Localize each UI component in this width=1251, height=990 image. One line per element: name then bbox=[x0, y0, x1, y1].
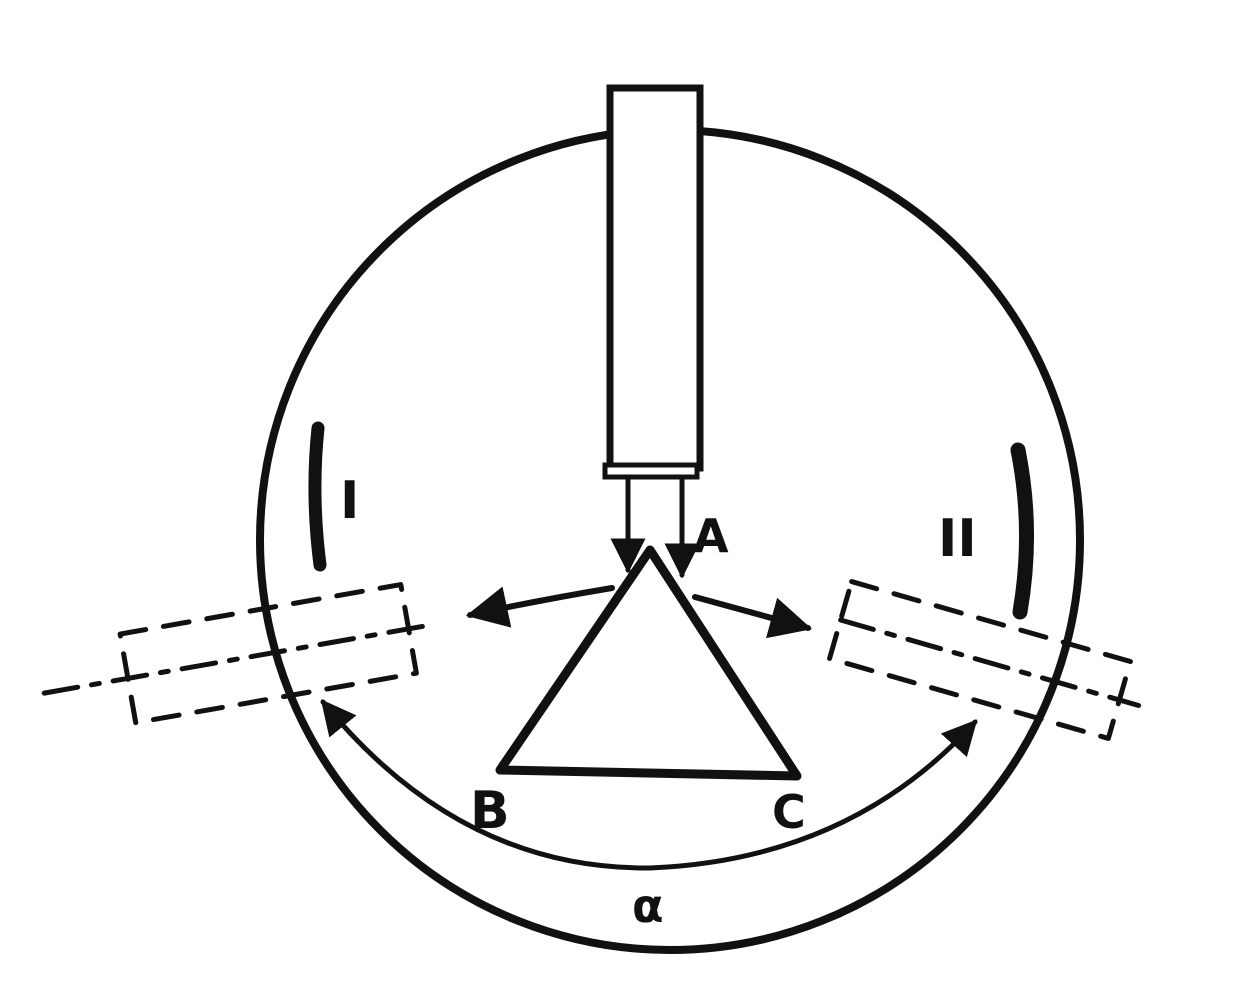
collimator-slit bbox=[602, 462, 700, 480]
mirror-i bbox=[308, 421, 327, 572]
vertex-a-label: A bbox=[693, 509, 729, 563]
angle-alpha-arc bbox=[320, 699, 978, 871]
mirror-i-label: I bbox=[340, 471, 359, 531]
mirror-ii-label: II bbox=[938, 509, 977, 569]
reflected-ray-right-arrow bbox=[692, 594, 813, 639]
vertex-b-label: B bbox=[470, 781, 510, 841]
mirror-ii bbox=[1010, 442, 1035, 620]
angle-alpha-label: α bbox=[632, 879, 664, 933]
reflected-ray-left-arrow bbox=[465, 585, 615, 628]
telescope-left-dashed bbox=[41, 582, 431, 726]
telescope-right-dashed bbox=[827, 579, 1142, 741]
collimator-tube bbox=[606, 84, 704, 472]
vertex-c-label: C bbox=[772, 785, 806, 839]
prism-triangle bbox=[495, 545, 802, 781]
